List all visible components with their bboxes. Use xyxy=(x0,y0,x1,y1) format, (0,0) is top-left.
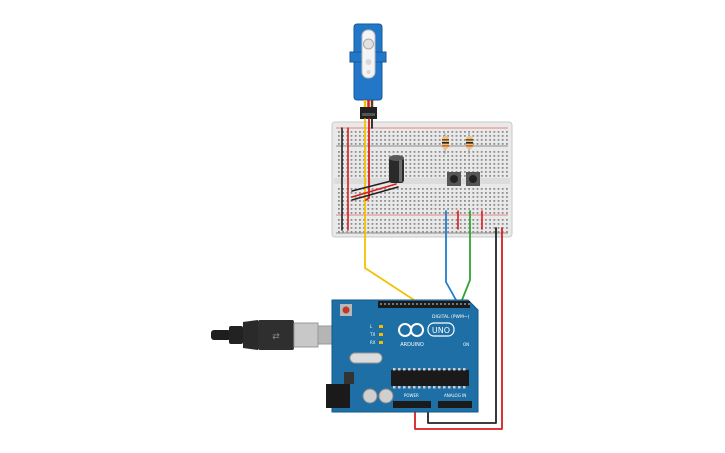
digital-label: DIGITAL (PWM~) xyxy=(432,314,470,320)
wire-yellow-signal xyxy=(364,118,415,301)
l-label: L xyxy=(370,324,373,329)
usb-plug-icon: ⇄ xyxy=(272,332,280,342)
wire-green xyxy=(461,210,471,301)
power-header xyxy=(393,401,431,408)
arduino-board[interactable]: DIGITAL (PWM~) TX RX L ARDUINO UNO ON PO… xyxy=(326,299,479,413)
pushbutton[interactable] xyxy=(447,172,461,186)
resistor[interactable] xyxy=(442,133,449,154)
brand-label: ARDUINO xyxy=(400,342,424,348)
wire-black-gnd xyxy=(427,227,497,424)
analog-header xyxy=(438,401,472,408)
on-label: ON xyxy=(463,342,469,347)
usb-cable: ⇄ xyxy=(211,320,333,350)
wires xyxy=(341,118,503,430)
power-label: POWER xyxy=(404,393,419,398)
arduino-logo: ARDUINO UNO xyxy=(398,322,455,348)
wire-red-5v xyxy=(414,227,503,430)
wire-blue xyxy=(445,210,457,301)
breadboard[interactable] xyxy=(331,121,513,238)
resistor[interactable] xyxy=(466,133,473,154)
wire-red-servo-power xyxy=(365,118,370,201)
capacitor[interactable] xyxy=(389,155,404,183)
tx-label: TX xyxy=(369,332,375,337)
pushbutton[interactable] xyxy=(466,172,480,186)
atmega-chip xyxy=(391,370,469,386)
model-label: UNO xyxy=(432,326,450,335)
servo-motor[interactable] xyxy=(349,23,387,119)
analog-label: ANALOG IN xyxy=(444,393,466,398)
reset-button[interactable] xyxy=(342,306,350,314)
rx-label: RX xyxy=(370,340,376,345)
